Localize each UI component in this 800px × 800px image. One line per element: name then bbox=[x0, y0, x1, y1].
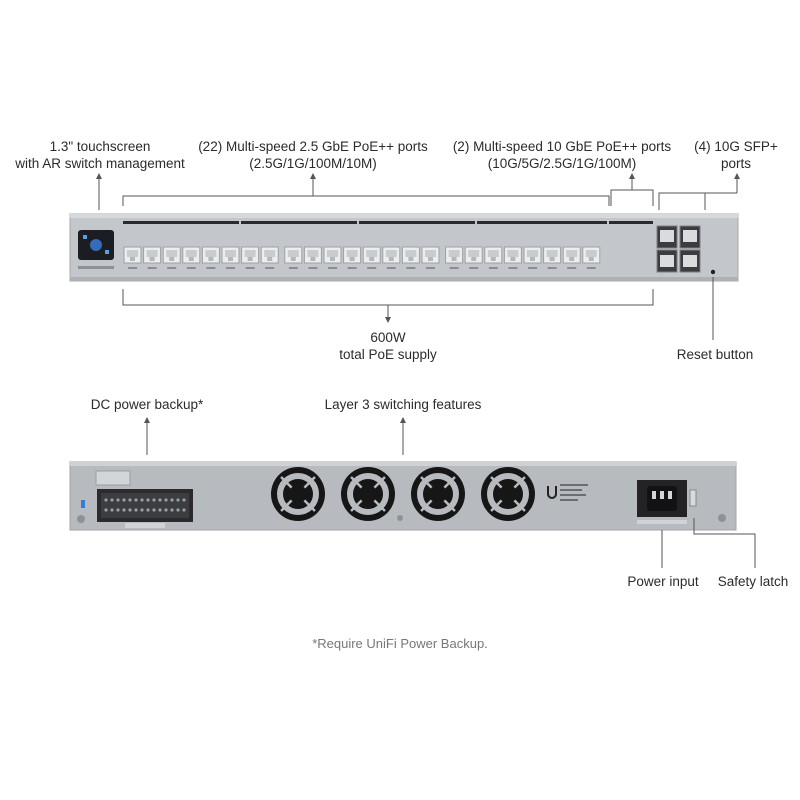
dc-pin bbox=[182, 498, 186, 502]
rj45-port-icon bbox=[484, 246, 503, 269]
poe-label-line2: total PoE supply bbox=[339, 347, 437, 362]
sfp-label-line2: ports bbox=[720, 156, 751, 171]
ports-25g-label: (22) Multi-speed 2.5 GbE PoE++ ports (2.… bbox=[188, 138, 438, 172]
dc-pin bbox=[164, 508, 168, 512]
dc-pin bbox=[134, 498, 138, 502]
rj45-port-icon bbox=[123, 246, 142, 269]
ports-25g-label-line2: (2.5G/1G/100M/10M) bbox=[249, 156, 377, 171]
fan-icon bbox=[341, 467, 395, 521]
rj45-port-icon bbox=[323, 246, 342, 269]
fan-icon bbox=[411, 467, 465, 521]
touchscreen-label: 1.3" touchscreen with AR switch manageme… bbox=[0, 138, 200, 172]
rj45-port-icon bbox=[401, 246, 420, 269]
rj45-port-icon bbox=[343, 246, 362, 269]
rj45-port-icon bbox=[201, 246, 220, 269]
dc-pin bbox=[158, 498, 162, 502]
fan-icon bbox=[271, 467, 325, 521]
dc-pin bbox=[176, 498, 180, 502]
rj45-port-icon bbox=[143, 246, 162, 269]
ports-25g-label-line1: (22) Multi-speed 2.5 GbE PoE++ ports bbox=[198, 139, 428, 154]
rj45-port-icon bbox=[362, 246, 381, 269]
dc-backup-label: DC power backup* bbox=[90, 397, 204, 412]
touchscreen-display-icon bbox=[78, 230, 114, 269]
dc-pin bbox=[170, 498, 174, 502]
touchscreen-label-line2: with AR switch management bbox=[15, 156, 185, 171]
dc-pin bbox=[176, 508, 180, 512]
dc-pin bbox=[134, 508, 138, 512]
dc-pin bbox=[128, 508, 132, 512]
dc-pin bbox=[110, 508, 114, 512]
power-input-label: Power input bbox=[627, 574, 699, 589]
dc-pin bbox=[146, 508, 150, 512]
ports-10g-label: (2) Multi-speed 10 GbE PoE++ ports (10G/… bbox=[444, 138, 680, 172]
rj45-port-icon bbox=[464, 246, 483, 269]
rj45-port-icon bbox=[182, 246, 201, 269]
dc-pin bbox=[170, 508, 174, 512]
sfp-port-cages bbox=[656, 225, 701, 273]
reset-button-hole bbox=[710, 269, 716, 275]
rj45-port-icon bbox=[284, 246, 303, 269]
safety-latch-label: Safety latch bbox=[717, 574, 789, 589]
layer3-label: Layer 3 switching features bbox=[324, 397, 482, 412]
sfp-label-line1: (4) 10G SFP+ bbox=[694, 139, 778, 154]
rj45-port-icon bbox=[162, 246, 181, 269]
dc-pin bbox=[104, 508, 108, 512]
dc-pin bbox=[140, 508, 144, 512]
front-panel bbox=[69, 213, 739, 282]
dc-pin bbox=[182, 508, 186, 512]
touchscreen-label-line1: 1.3" touchscreen bbox=[49, 139, 151, 154]
dc-pin bbox=[146, 498, 150, 502]
ac-power-inlet-icon bbox=[637, 480, 687, 524]
dc-connector-icon bbox=[97, 489, 193, 528]
fan-group bbox=[271, 467, 535, 521]
dc-pin bbox=[158, 508, 162, 512]
dc-pin bbox=[128, 498, 132, 502]
reset-label: Reset button bbox=[676, 347, 754, 362]
dc-pin bbox=[122, 508, 126, 512]
poe-label: 600W total PoE supply bbox=[308, 329, 468, 363]
dc-pin bbox=[152, 498, 156, 502]
dc-pin bbox=[122, 498, 126, 502]
dc-pin bbox=[116, 498, 120, 502]
rj45-port-icon bbox=[503, 246, 522, 269]
rj45-port-icon bbox=[241, 246, 260, 269]
dc-pin bbox=[164, 498, 168, 502]
rj45-port-icon bbox=[582, 246, 601, 269]
rj45-port-icon bbox=[221, 246, 240, 269]
ubiquiti-logo-icon bbox=[547, 486, 557, 499]
dc-pin bbox=[140, 498, 144, 502]
dc-pin bbox=[104, 498, 108, 502]
rj45-port-icon bbox=[382, 246, 401, 269]
rear-panel bbox=[69, 461, 737, 531]
ports-10g-label-line2: (10G/5G/2.5G/1G/100M) bbox=[487, 156, 637, 171]
dc-pin bbox=[152, 508, 156, 512]
rj45-port-icon bbox=[260, 246, 279, 269]
dc-pin bbox=[110, 498, 114, 502]
dc-pin bbox=[116, 508, 120, 512]
sfp-label: (4) 10G SFP+ ports bbox=[684, 138, 788, 172]
safety-latch bbox=[689, 489, 697, 507]
poe-label-line1: 600W bbox=[370, 330, 406, 345]
ports-10g-label-line1: (2) Multi-speed 10 GbE PoE++ ports bbox=[452, 139, 672, 154]
rj45-port-icon bbox=[562, 246, 581, 269]
rj45-port-icon bbox=[543, 246, 562, 269]
rj45-port-icon bbox=[303, 246, 322, 269]
rj45-port-icon bbox=[421, 246, 440, 269]
rj45-port-icon bbox=[523, 246, 542, 269]
fan-icon bbox=[481, 467, 535, 521]
rj45-port-icon bbox=[445, 246, 464, 269]
footnote: *Require UniFi Power Backup. bbox=[312, 636, 488, 651]
rj45-port-group bbox=[123, 246, 601, 269]
rear-callouts bbox=[146, 420, 756, 568]
